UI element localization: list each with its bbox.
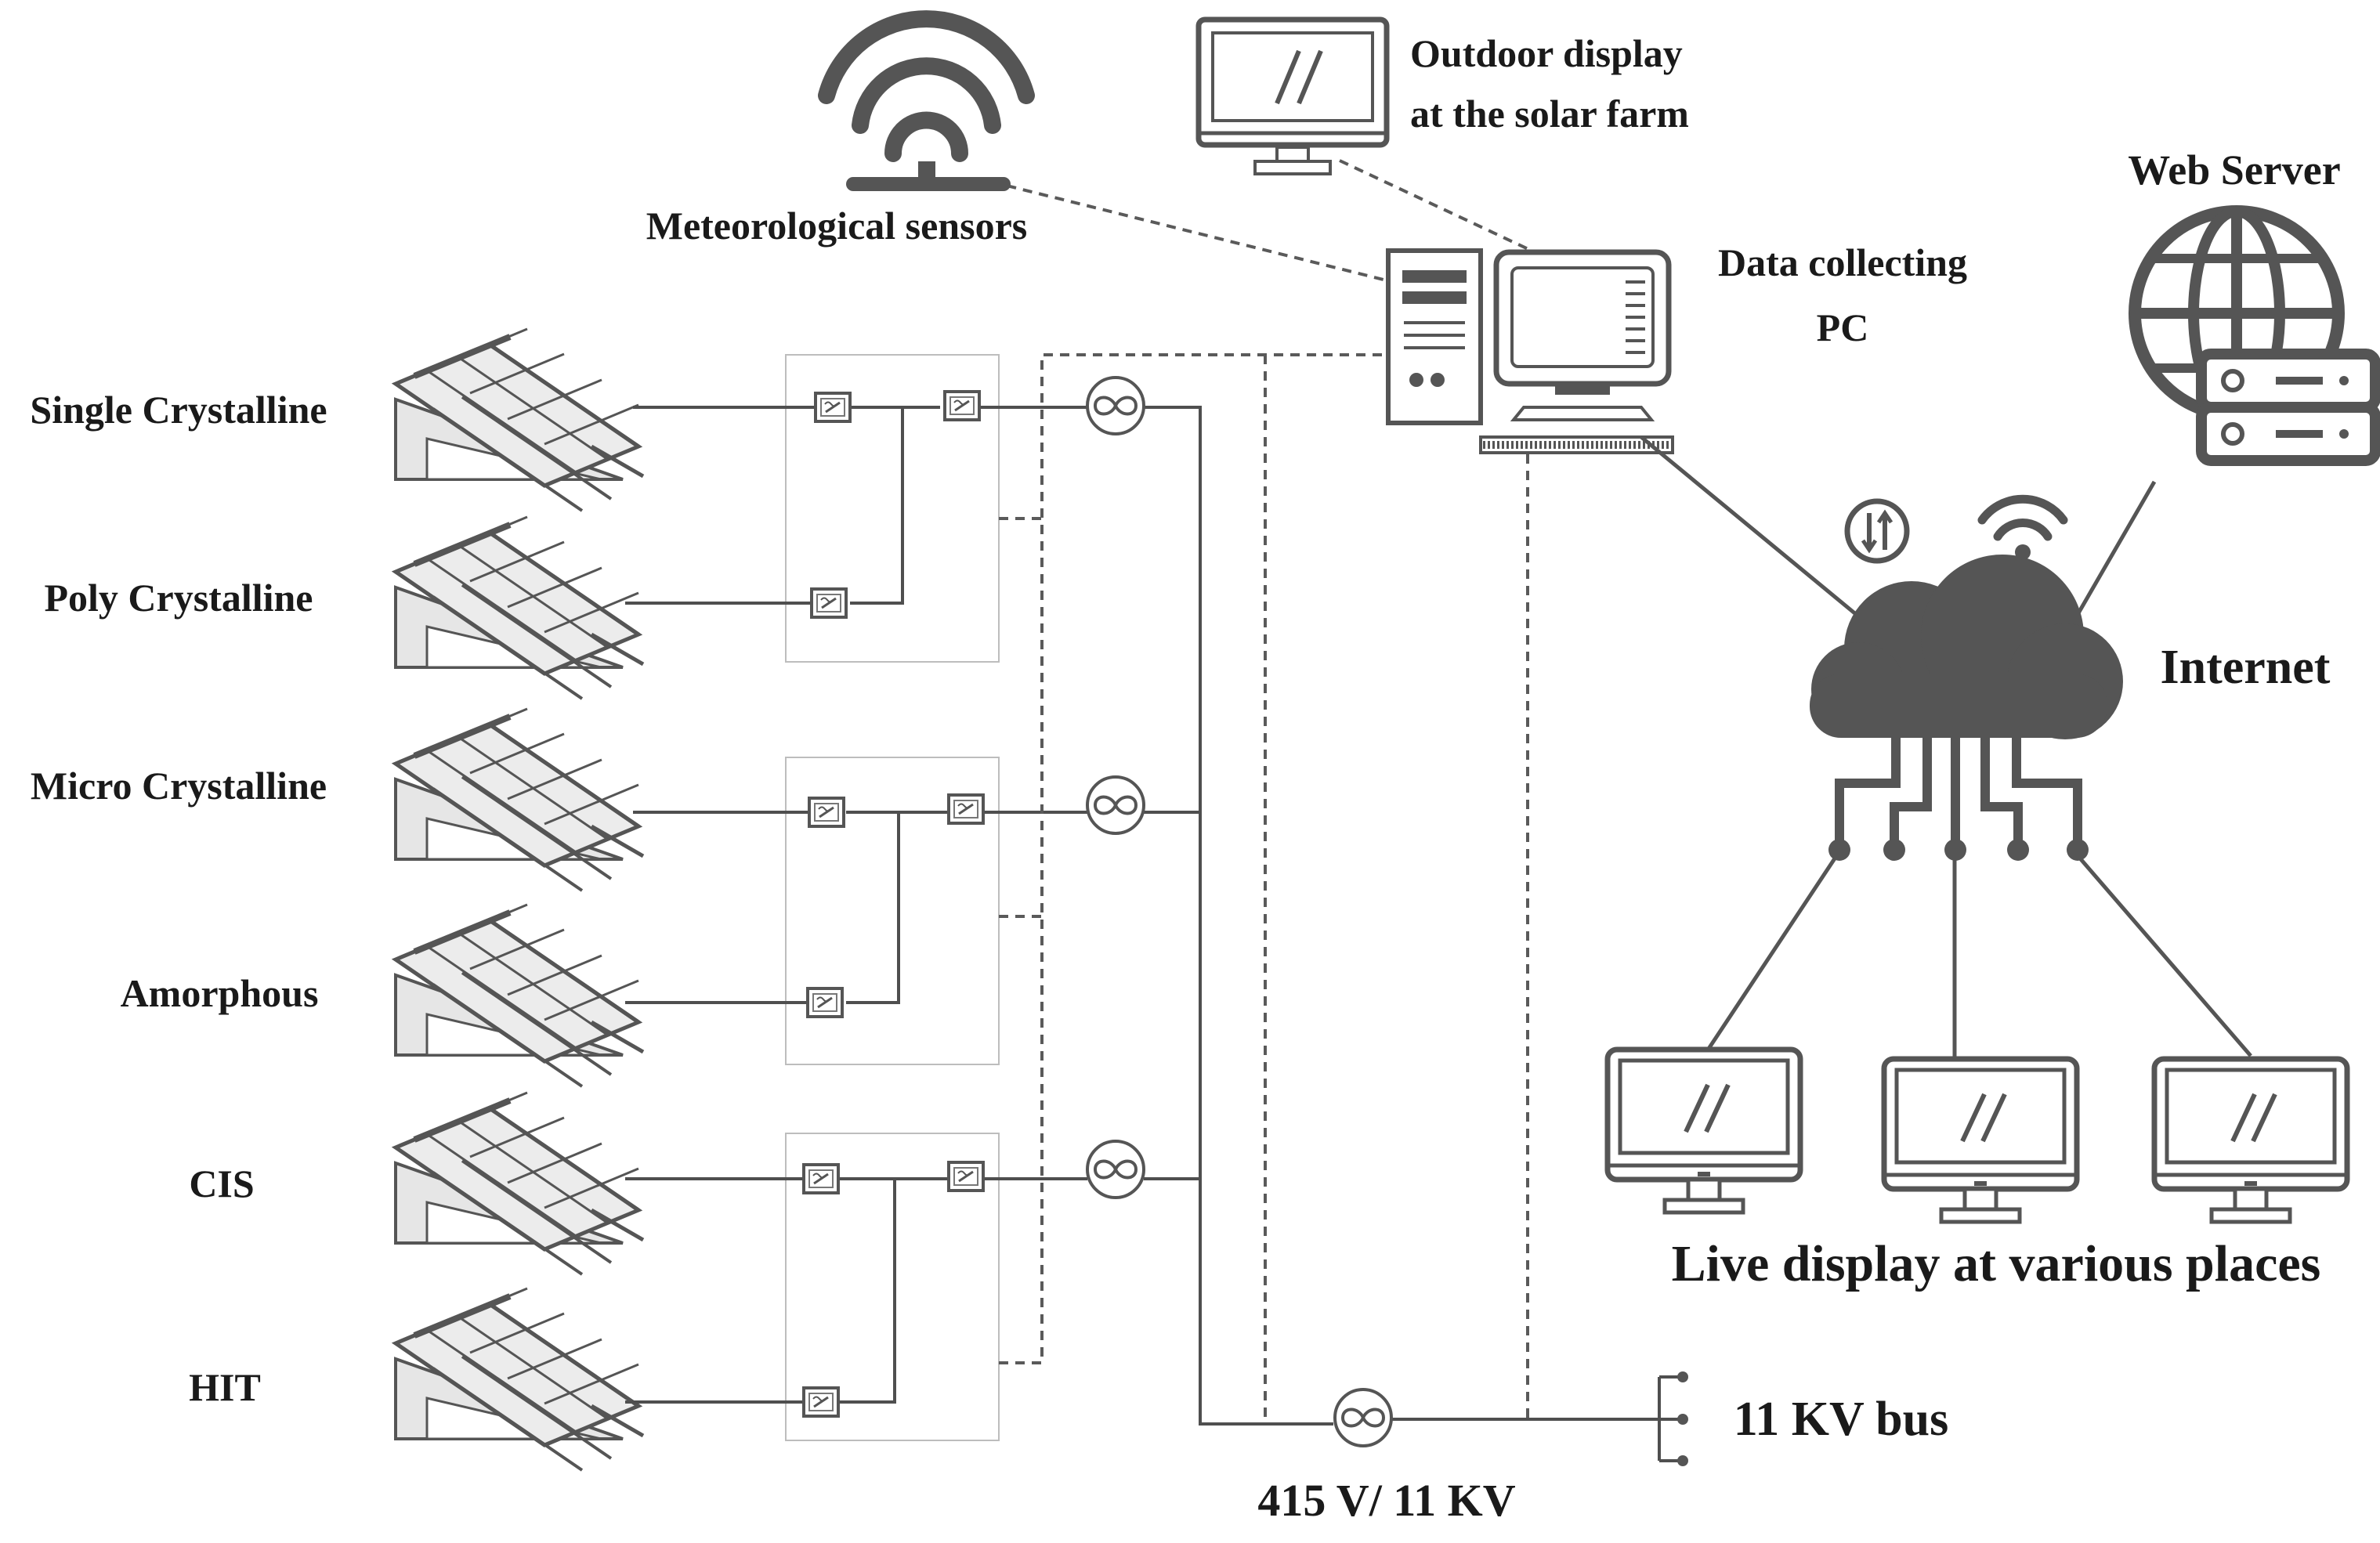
solar-panel-icon <box>396 329 643 511</box>
outdoor-display-icon <box>1195 16 1390 175</box>
inverter-icon <box>808 797 845 828</box>
panel-label-single-crystalline: Single Crystalline <box>30 388 327 432</box>
inverter-icon <box>943 390 981 421</box>
transformer-label: 415 V/ 11 KV <box>1257 1475 1515 1526</box>
panel-labels: Single Crystalline Poly Crystalline Micr… <box>30 388 327 1409</box>
cloud-icon <box>1810 555 2123 861</box>
wifi-icon <box>1977 494 2068 560</box>
outdoor-display-label-line1: Outdoor display <box>1410 31 1683 75</box>
pv-panel-icons <box>396 329 643 1470</box>
transformer-icon <box>1086 376 1145 435</box>
meteorological-sensors-label: Meteorological sensors <box>646 204 1027 248</box>
panel-label-poly-crystalline: Poly Crystalline <box>44 576 313 620</box>
network-links <box>1640 435 2252 1061</box>
monitor-icon <box>1608 1050 1800 1212</box>
power-wiring <box>625 406 1688 1466</box>
inverter-icon <box>810 587 848 619</box>
panel-label-hit: HIT <box>189 1365 261 1409</box>
inverter-icon <box>802 1163 840 1194</box>
inverter-icon <box>947 1161 985 1192</box>
bus-label: 11 KV bus <box>1734 1393 1949 1446</box>
wifi-sensor-icon <box>818 10 1035 191</box>
inverter-icon <box>947 793 985 825</box>
transformer-icon <box>1086 775 1145 835</box>
data-pc-label-line2: PC <box>1817 305 1869 349</box>
inverter-group-box <box>785 757 1000 1065</box>
data-transfer-icon <box>1844 498 1910 564</box>
web-server-icon <box>2129 205 2380 466</box>
inverter-group-box <box>785 354 1000 663</box>
internet-label: Internet <box>2161 641 2331 694</box>
solar-panel-icon <box>396 517 643 699</box>
inverter-icon <box>802 1386 840 1418</box>
transformer-icons <box>1086 376 1393 1447</box>
live-display-label: Live display at various places <box>1672 1235 2321 1292</box>
solar-panel-icon <box>396 905 643 1086</box>
inverter-icon <box>806 987 844 1018</box>
monitor-icon <box>1884 1059 2077 1222</box>
solar-panel-icon <box>396 709 643 891</box>
panel-label-micro-crystalline: Micro Crystalline <box>31 764 327 808</box>
inverter-group-box <box>785 1133 1000 1441</box>
live-display-monitors <box>1608 1050 2347 1222</box>
panel-label-cis: CIS <box>189 1162 254 1205</box>
monitor-icon <box>2154 1059 2347 1222</box>
solar-panel-icon <box>396 1288 643 1470</box>
data-pc-label-line1: Data collecting <box>1718 240 1967 284</box>
solar-panel-icon <box>396 1093 643 1274</box>
inverter-icon <box>814 392 852 423</box>
desktop-pc-icon <box>1386 248 1674 454</box>
web-server-label: Web Server <box>2128 146 2340 193</box>
transformer-icon <box>1086 1140 1145 1199</box>
main-transformer-icon <box>1333 1388 1393 1447</box>
panel-label-amorphous: Amorphous <box>121 971 319 1015</box>
data-links <box>990 159 1532 1418</box>
inverter-groups <box>785 354 1000 1441</box>
outdoor-display-label-line2: at the solar farm <box>1410 92 1689 136</box>
